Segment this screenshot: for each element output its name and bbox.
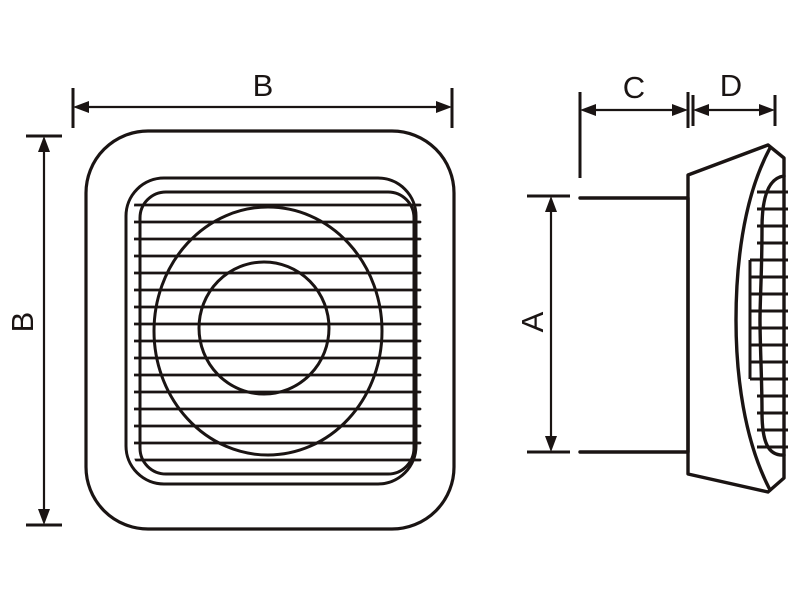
dim-a-arrow-top — [545, 196, 557, 212]
dim-b-v-arrow-top — [38, 136, 50, 152]
dim-b-v-arrow-bottom — [38, 509, 50, 525]
side-duct-spigot — [578, 196, 690, 454]
dim-b-v-label: B — [5, 312, 40, 333]
fan-outer-circle — [152, 205, 384, 457]
dim-b-horizontal: B — [71, 68, 454, 128]
grille-louver-group — [134, 203, 422, 462]
dim-c-arrow-left — [580, 104, 596, 116]
dim-b-h-arrow-left — [73, 101, 89, 113]
dim-a-vertical: A — [515, 194, 570, 454]
dim-b-h-label: B — [253, 68, 274, 103]
side-face-inner-curve — [734, 146, 772, 492]
dim-d-horizontal: D — [691, 68, 777, 126]
grille-frame-outer — [124, 176, 418, 486]
dim-d-label: D — [720, 68, 742, 103]
dim-b-vertical: B — [5, 134, 62, 527]
front-outer-body-outline — [84, 129, 456, 531]
front-view — [84, 129, 456, 531]
dim-c-horizontal: C — [578, 70, 690, 178]
fan-inner-circle — [197, 260, 331, 396]
dim-b-h-arrow-right — [436, 101, 452, 113]
dim-a-label: A — [515, 311, 550, 332]
dim-a-arrow-bottom — [545, 436, 557, 452]
dim-c-label: C — [623, 70, 645, 105]
side-louver-edge-profile — [758, 174, 786, 457]
grille-frame-inner — [138, 190, 416, 476]
side-view — [578, 143, 788, 494]
dim-d-arrow-left — [693, 104, 709, 116]
side-louver-tick-group — [750, 190, 788, 449]
dim-c-arrow-right — [672, 104, 688, 116]
dim-d-arrow-right — [759, 104, 775, 116]
